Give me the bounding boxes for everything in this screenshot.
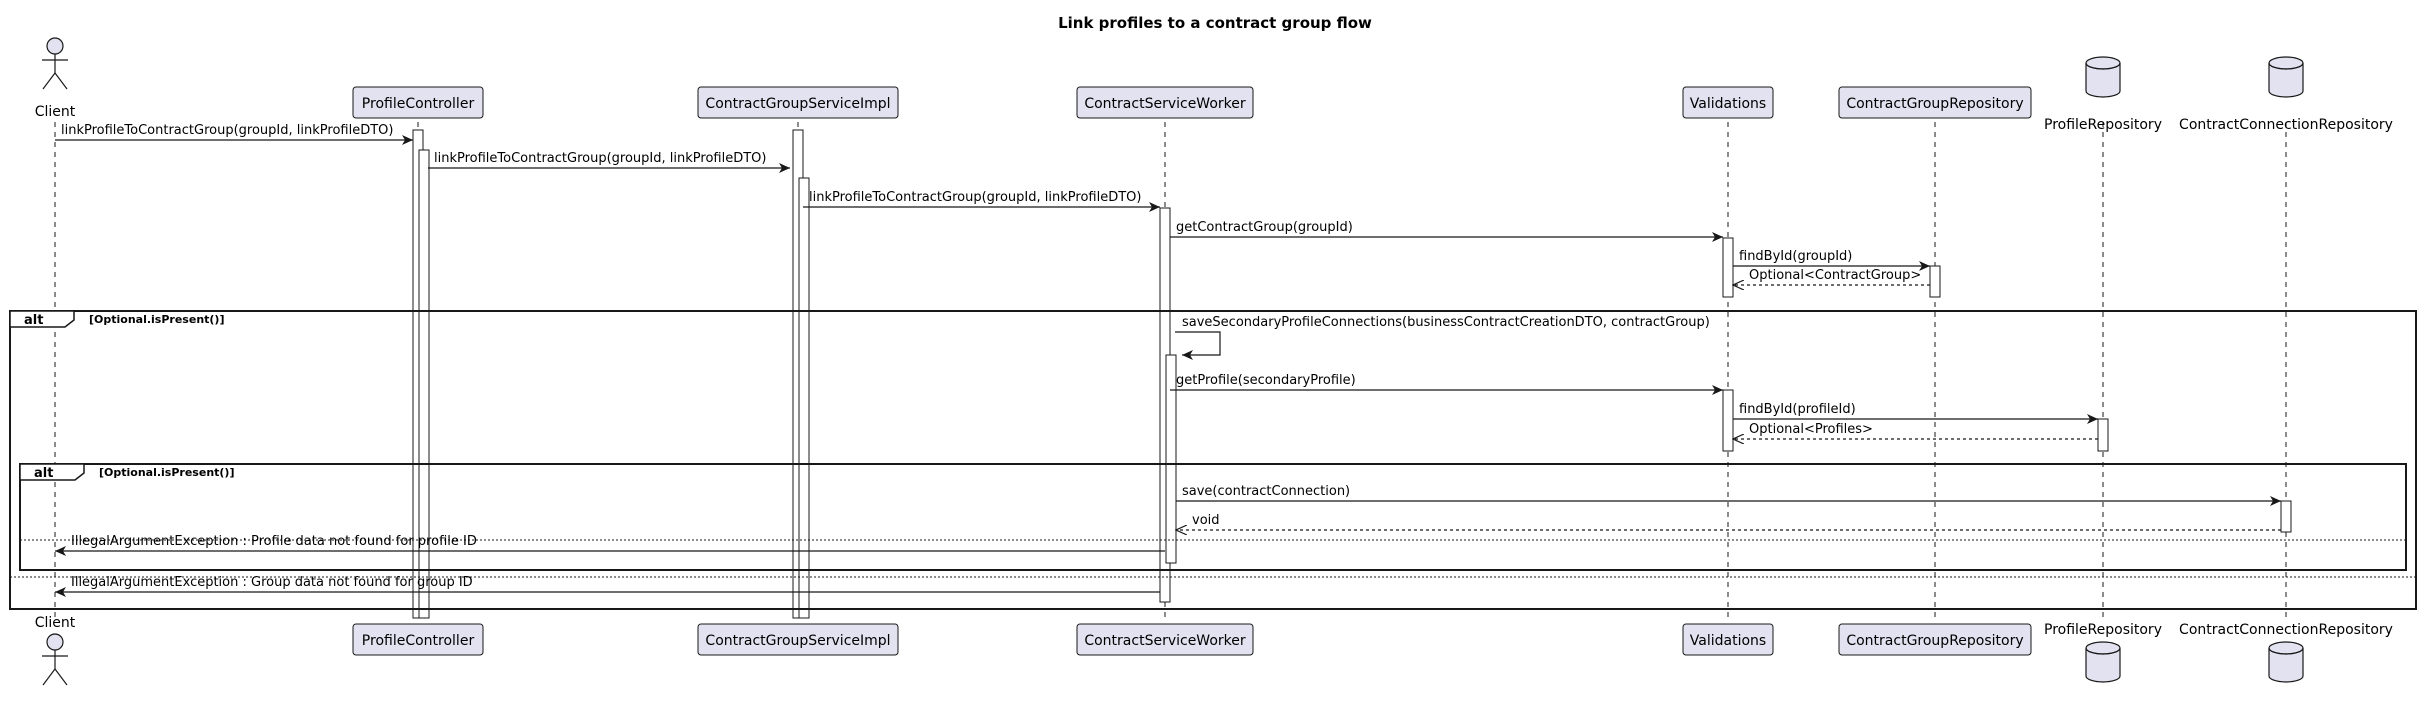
alt-condition: [Optional.isPresent()] xyxy=(89,313,225,326)
message-label: IllegalArgumentException : Profile data … xyxy=(71,534,477,549)
diagram-title: Link profiles to a contract group flow xyxy=(1058,14,1372,32)
alt-condition: [Optional.isPresent()] xyxy=(99,466,235,479)
participants: ClientClientProfileControllerProfileCont… xyxy=(35,37,2393,686)
message-label: linkProfileToContractGroup(groupId, link… xyxy=(809,190,1141,205)
message-12: void xyxy=(1176,513,2281,530)
activation-bar xyxy=(1165,354,1177,564)
participant-label: ContractGroupServiceImpl xyxy=(705,633,890,649)
message-label: save(contractConnection) xyxy=(1182,484,1350,499)
participant-label: Validations xyxy=(1690,96,1766,112)
participant-label: ProfileController xyxy=(362,633,475,649)
alt-fragments: alt [Optional.isPresent()] alt [Optional.is… xyxy=(9,310,2417,610)
participant-label: ContractConnectionRepository xyxy=(2179,622,2393,638)
messages: linkProfileToContractGroup(groupId, link… xyxy=(55,123,2281,597)
activation-bar xyxy=(798,177,810,619)
message-label: Optional<ContractGroup> xyxy=(1749,268,1921,283)
message-label: findById(profileId) xyxy=(1739,402,1856,417)
participant-label: ContractGroupRepository xyxy=(1846,96,2023,112)
message-1: linkProfileToContractGroup(groupId, link… xyxy=(55,123,413,145)
activation-bar xyxy=(1722,389,1734,452)
alt-fragment: alt [Optional.isPresent()] xyxy=(19,463,2407,571)
participant-label: Client xyxy=(35,104,76,120)
message-8: getProfile(secondaryProfile) xyxy=(1170,373,1723,395)
participant-bottom-client: Client xyxy=(35,615,76,686)
participant-bottom-contract-service-worker: ContractServiceWorker xyxy=(1076,623,1254,656)
message-2: linkProfileToContractGroup(groupId, link… xyxy=(428,151,790,173)
participant-bottom-contract-group-repository: ContractGroupRepository xyxy=(1838,623,2032,656)
message-label: Optional<Profiles> xyxy=(1749,422,1873,437)
participant-label: ContractServiceWorker xyxy=(1084,633,1246,649)
participant-top-profile-controller: ProfileController xyxy=(352,86,484,119)
participant-bottom-contract-connection-repository: ContractConnectionRepository xyxy=(2179,622,2393,683)
participant-label: Validations xyxy=(1690,633,1766,649)
message-5: findById(groupId) xyxy=(1733,249,1930,271)
message-label: getContractGroup(groupId) xyxy=(1176,220,1353,235)
message-11: save(contractConnection) xyxy=(1176,484,2281,506)
participant-label: ContractConnectionRepository xyxy=(2179,117,2393,133)
participant-bottom-validations: Validations xyxy=(1682,623,1774,656)
activation-bar xyxy=(418,149,430,619)
participant-top-contract-group-repository: ContractGroupRepository xyxy=(1838,86,2032,119)
message-label: IllegalArgumentException : Group data no… xyxy=(71,575,473,590)
participant-label: ProfileRepository xyxy=(2044,117,2162,133)
participant-top-profile-repository: ProfileRepository xyxy=(2044,56,2162,133)
alt-keyword: alt xyxy=(34,466,53,481)
participant-top-contract-group-service-impl: ContractGroupServiceImpl xyxy=(697,86,899,119)
participant-top-validations: Validations xyxy=(1682,86,1774,119)
message-label: saveSecondaryProfileConnections(business… xyxy=(1182,315,1710,330)
message-label: getProfile(secondaryProfile) xyxy=(1176,373,1356,388)
participant-label: Client xyxy=(35,615,76,631)
activation-bar xyxy=(1722,237,1734,298)
participant-top-contract-service-worker: ContractServiceWorker xyxy=(1076,86,1254,119)
participant-label: ContractGroupRepository xyxy=(1846,633,2023,649)
message-label: linkProfileToContractGroup(groupId, link… xyxy=(434,151,766,166)
alt-fragment: alt [Optional.isPresent()] xyxy=(9,310,2417,610)
alt-keyword: alt xyxy=(24,313,43,328)
message-3: linkProfileToContractGroup(groupId, link… xyxy=(803,190,1160,212)
message-7: saveSecondaryProfileConnections(business… xyxy=(1175,315,1710,360)
participant-label: ContractGroupServiceImpl xyxy=(705,96,890,112)
message-arrow xyxy=(1175,331,1221,360)
participant-label: ContractServiceWorker xyxy=(1084,96,1246,112)
activation-bar xyxy=(1929,265,1941,298)
message-4: getContractGroup(groupId) xyxy=(1170,220,1723,242)
message-9: findById(profileId) xyxy=(1733,402,2098,424)
message-13: IllegalArgumentException : Profile data … xyxy=(55,534,1165,556)
message-10: Optional<Profiles> xyxy=(1733,422,2098,439)
participant-top-contract-connection-repository: ContractConnectionRepository xyxy=(2179,56,2393,133)
message-14: IllegalArgumentException : Group data no… xyxy=(55,575,1160,597)
message-label: void xyxy=(1192,513,1220,528)
message-6: Optional<ContractGroup> xyxy=(1733,268,1930,285)
activation-bar xyxy=(2280,500,2292,533)
activation-bar xyxy=(2097,418,2109,452)
participant-bottom-profile-repository: ProfileRepository xyxy=(2044,622,2162,683)
participant-bottom-contract-group-service-impl: ContractGroupServiceImpl xyxy=(697,623,899,656)
participant-top-client: Client xyxy=(35,37,76,120)
participant-label: ProfileController xyxy=(362,96,475,112)
activation-bars xyxy=(412,129,2292,619)
message-label: findById(groupId) xyxy=(1739,249,1852,264)
participant-bottom-profile-controller: ProfileController xyxy=(352,623,484,656)
participant-label: ProfileRepository xyxy=(2044,622,2162,638)
message-label: linkProfileToContractGroup(groupId, link… xyxy=(61,123,393,138)
